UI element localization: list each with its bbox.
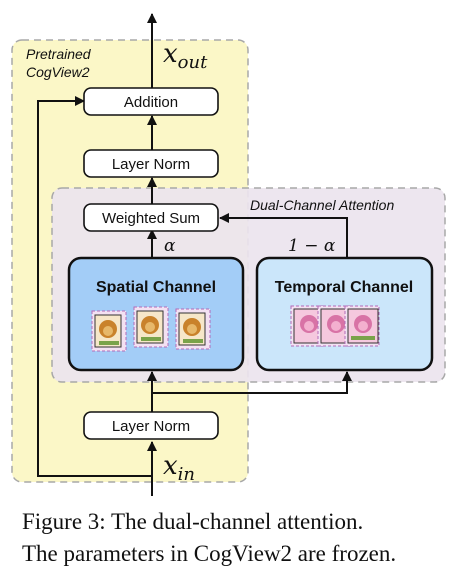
layer-norm-top-box xyxy=(83,149,219,178)
connectors xyxy=(37,13,352,496)
spatial-frame-thumbnails xyxy=(91,306,211,352)
weighted-sum-box xyxy=(83,203,219,232)
layer-norm-bottom-label: Layer Norm xyxy=(112,418,190,435)
caption-line-1: Figure 3: The dual-channel attention. xyxy=(22,509,364,534)
architecture-diagram: Pretrained CogView2 Dual-Channel Attenti… xyxy=(11,13,446,496)
layer-norm-top-label: Layer Norm xyxy=(112,156,190,173)
x-in-label: xin xyxy=(163,451,195,485)
pretrained-label-line1: Pretrained xyxy=(26,46,92,62)
addition-label: Addition xyxy=(124,94,178,111)
figure-caption: Figure 3: The dual-channel attention. Th… xyxy=(22,506,462,570)
caption-line-2: The parameters in CogView2 are frozen. xyxy=(22,541,397,566)
dual-channel-label: Dual-Channel Attention xyxy=(250,197,394,213)
spatial-channel-label: Spatial Channel xyxy=(96,279,216,296)
temporal-frame-thumbnails xyxy=(290,305,380,347)
weighted-sum-label: Weighted Sum xyxy=(102,210,200,227)
pretrained-label-line2: CogView2 xyxy=(26,64,90,80)
layer-norm-bottom-box xyxy=(83,411,219,440)
temporal-channel-label: Temporal Channel xyxy=(275,279,413,296)
alpha-label: α xyxy=(164,236,176,256)
addition-box xyxy=(83,87,219,116)
one-minus-alpha-label: 1 − α xyxy=(288,236,336,256)
x-out-label: xout xyxy=(163,39,208,73)
